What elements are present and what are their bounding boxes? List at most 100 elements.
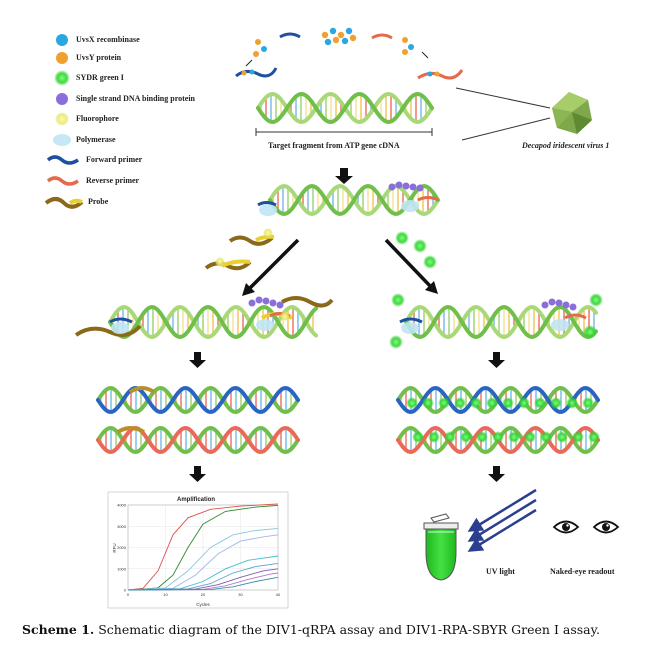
chart-frame	[107, 491, 289, 609]
amplification-curve	[127, 534, 279, 591]
probe-icon	[44, 197, 84, 209]
sybr-dot	[412, 431, 424, 443]
eye-icon	[552, 520, 580, 534]
sybr-dye-group	[395, 231, 437, 269]
x-tick-label: 30	[238, 592, 243, 597]
amplification-curve	[127, 527, 279, 591]
x-tick-label: 10	[163, 592, 168, 597]
left-complex-parts	[74, 296, 334, 337]
forward-primer-icon	[46, 155, 79, 165]
right-branch-arrow	[384, 238, 434, 290]
fluorophore-icon	[55, 112, 69, 126]
chart-title: Amplification	[177, 497, 215, 503]
naked-eye-label: Naked-eye readout	[550, 567, 615, 576]
down-arrow-left-2	[189, 466, 206, 482]
sybr-dot	[422, 397, 434, 409]
amplification-chart: Amplification 0 1000 2000 3000 4000 0 10 20 30 40…	[107, 491, 289, 609]
dna-strand	[404, 304, 598, 340]
uvsy-protein-icon	[56, 52, 68, 64]
legend-label-forward-primer: Forward primer	[86, 155, 143, 164]
sybr-dot	[454, 397, 466, 409]
uvsx-recombinase-icon	[56, 34, 68, 46]
figure-caption: Scheme 1. Schematic diagram of the DIV1-…	[22, 622, 652, 637]
legend-label-reverse-primer: Reverse primer	[86, 176, 140, 185]
sybr-complex-helix	[404, 304, 598, 340]
down-arrow-1	[335, 168, 353, 184]
legend-label-polymerase: Polymerase	[76, 135, 116, 144]
amplification-curve	[127, 503, 279, 591]
top-components	[235, 27, 464, 80]
mid-proteins	[257, 181, 439, 216]
target-fragment-label: Target fragment from ATP gene cDNA	[268, 141, 400, 150]
sybr-dot	[428, 431, 440, 443]
legend-icons	[44, 34, 84, 209]
left-branch-arrow	[246, 238, 300, 292]
sybr-dot	[566, 397, 578, 409]
reverse-primer-icon	[46, 176, 79, 186]
sybr-dot	[588, 431, 600, 443]
sybr-dot	[470, 397, 482, 409]
tube-icon	[423, 513, 459, 581]
chart-ticks: 0 1000 2000 3000 4000 0 10 20 30 40	[117, 503, 281, 598]
virus-label: Decapod iridescent virus 1	[522, 141, 610, 150]
sybr-dot	[492, 431, 504, 443]
x-tick-label: 40	[276, 592, 281, 597]
sybr-dot	[572, 431, 584, 443]
legend-label-probe: Probe	[88, 197, 109, 206]
amplification-curve	[127, 576, 279, 591]
x-tick-label: 20	[201, 592, 206, 597]
sybr-dot	[524, 431, 536, 443]
sybr-dot	[438, 397, 450, 409]
sybr-dot	[534, 397, 546, 409]
chart-xlabel: Cycles	[196, 602, 210, 607]
amplification-curve	[127, 504, 279, 591]
polymerase-icon	[53, 134, 71, 146]
sybr-dot	[550, 397, 562, 409]
down-arrow-right-2	[488, 466, 505, 482]
sybr-dot	[582, 397, 594, 409]
sybr-dot	[444, 431, 456, 443]
eye-icon	[592, 520, 620, 534]
sybr-bound-dots	[406, 397, 600, 443]
sybr-dot	[476, 431, 488, 443]
legend-label-sydr: SYDR green I	[76, 73, 124, 82]
sybr-dot	[518, 397, 530, 409]
sybr-dot	[508, 431, 520, 443]
caption-text: Schematic diagram of the DIV1-qRPA assay…	[94, 622, 600, 637]
legend-label-ssb: Single strand DNA binding protein	[76, 94, 195, 103]
dna-strand	[256, 91, 434, 125]
dna-strand	[108, 304, 318, 340]
amplicon-left-1	[96, 385, 300, 415]
virus-icon	[552, 92, 592, 134]
dna-strand	[396, 385, 600, 415]
uv-light-arrows	[467, 488, 537, 552]
sydr-green-icon	[54, 70, 70, 86]
probe-fragment	[128, 386, 156, 394]
y-tick-label: 2000	[117, 545, 127, 550]
target-dna-helix	[256, 91, 434, 125]
caption-bold: Scheme 1.	[22, 622, 95, 637]
probe-group	[204, 228, 275, 271]
sybr-dot	[556, 431, 568, 443]
y-tick-label: 1000	[117, 566, 127, 571]
sybr-dot	[502, 397, 514, 409]
y-tick-label: 0	[124, 588, 127, 593]
down-arrow-left-1	[189, 352, 206, 368]
sybr-dot	[540, 431, 552, 443]
chart-series	[127, 503, 279, 591]
right-complex-parts	[389, 293, 603, 349]
sybr-dot	[486, 397, 498, 409]
chart-ylabel: RFU	[112, 543, 117, 552]
y-tick-label: 4000	[117, 503, 127, 508]
amplicon-left-2	[96, 425, 300, 455]
uv-light-label: UV light	[486, 567, 515, 576]
x-tick-label: 0	[127, 592, 130, 597]
sybr-dot	[406, 397, 418, 409]
legend-label-fluorophore: Fluorophore	[76, 114, 119, 123]
y-tick-label: 3000	[117, 524, 127, 529]
sybr-dot	[460, 431, 472, 443]
probe-fragment	[116, 426, 145, 434]
legend-label-uvsy: UvsY protein	[76, 53, 122, 62]
legend-label-uvsx: UvsX recombinase	[76, 35, 140, 44]
